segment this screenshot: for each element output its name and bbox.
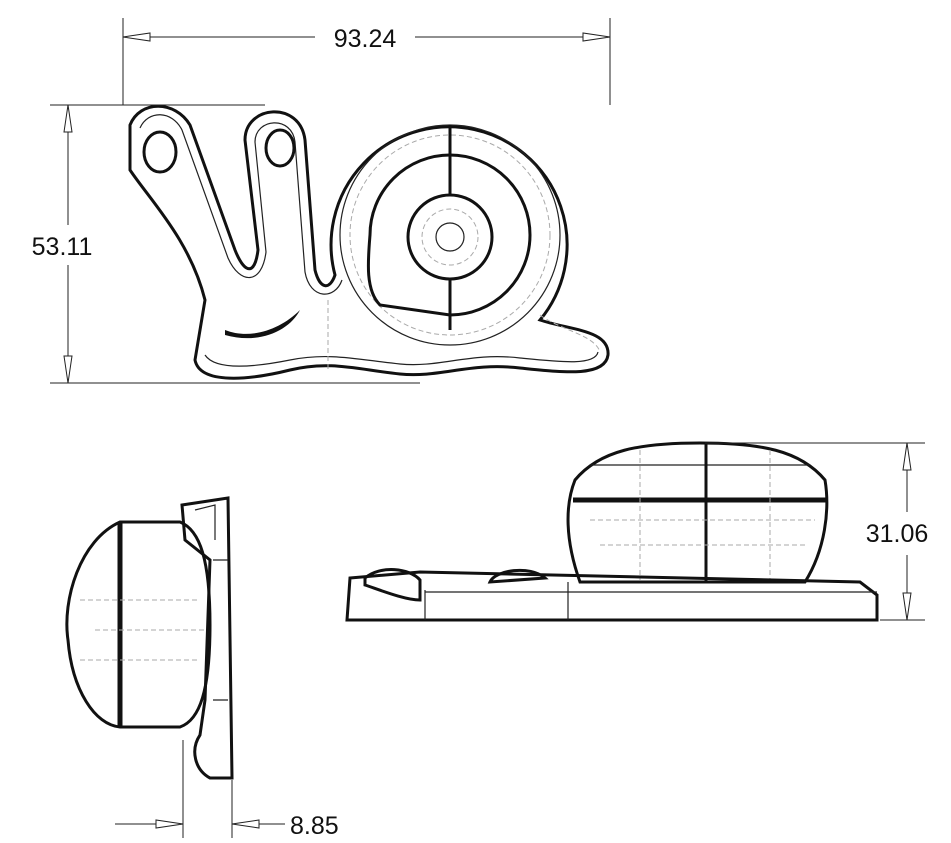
right-eye (264, 128, 296, 168)
front-base (345, 570, 879, 622)
shell-middle-ring (366, 153, 532, 317)
shell-inner-ring (406, 193, 494, 281)
front-view (345, 441, 879, 622)
front-dome (566, 441, 829, 584)
dimension-overall-width: 93.24 (122, 18, 611, 105)
left-eye (142, 130, 178, 174)
shell-hidden-ring (349, 134, 551, 336)
side-hidden (80, 599, 205, 661)
snail-inner-outline (139, 114, 599, 367)
dimension-front-height: 31.06 (705, 442, 929, 621)
mouth (225, 310, 300, 339)
dimension-side-thickness: 8.85 (115, 740, 339, 840)
side-plate-detail (194, 504, 228, 701)
side-view (65, 496, 234, 780)
front-hidden (590, 450, 815, 580)
top-view (128, 104, 610, 380)
tail-hidden (539, 314, 601, 353)
snail-outline (128, 104, 610, 380)
dimension-label: 93.24 (334, 25, 397, 53)
front-eye-bump (363, 568, 422, 602)
dimension-label: 53.11 (32, 233, 93, 261)
shell-hidden-inner (421, 208, 479, 266)
side-dome (65, 520, 212, 729)
front-mouth-bump (487, 568, 549, 584)
shell-center (435, 222, 465, 252)
dimension-label: 31.06 (866, 520, 929, 548)
dimension-overall-height: 53.11 (32, 104, 420, 384)
dimension-label: 8.85 (290, 812, 339, 840)
side-plate (180, 496, 234, 780)
